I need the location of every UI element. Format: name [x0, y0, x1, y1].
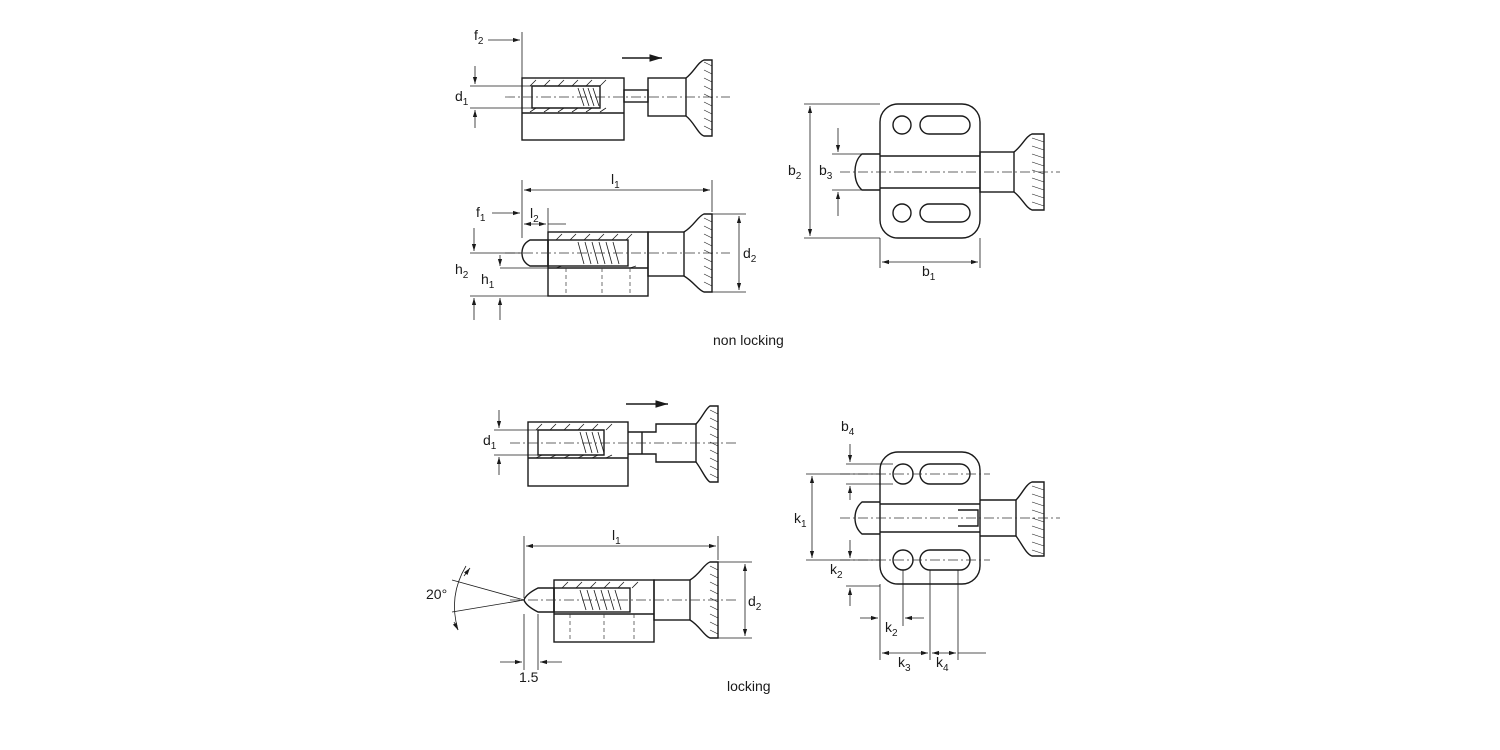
locking-side-view-extended: [451, 536, 752, 670]
dim-label-b1: b1: [922, 263, 936, 283]
dim-label-k3: k3: [898, 654, 911, 674]
dim-label-h1: h1: [481, 271, 495, 291]
dim-label-d2: d2: [743, 245, 757, 265]
dim-label-l2: l2: [530, 205, 539, 225]
nonlocking-side-view-extended: [470, 180, 746, 320]
angle-label: 20°: [426, 586, 447, 602]
dim-label-h2: h2: [455, 261, 469, 281]
locking-side-view-retracted: [494, 400, 736, 487]
dim-label-k2: k2: [830, 561, 843, 581]
dim-label-d1: d1: [455, 88, 469, 108]
dim-label-l1: l1: [612, 527, 621, 547]
dim-label-l1: l1: [611, 171, 620, 191]
dim-label-b4: b4: [841, 418, 855, 438]
dim-label-k2: k2: [885, 619, 898, 639]
dim-label-d2: d2: [748, 593, 762, 613]
dim-label-k4: k4: [936, 654, 949, 674]
dim-label-b2: b2: [788, 162, 802, 182]
nonlocking-top-view: [804, 103, 1060, 268]
dim-label-b3: b3: [819, 162, 833, 182]
dim-label-d1: d1: [483, 432, 497, 452]
offset-label: 1.5: [519, 669, 539, 685]
dim-label-k1: k1: [794, 510, 807, 530]
nonlocking-side-view-retracted: [470, 32, 730, 141]
dim-label-f1: f1: [476, 204, 486, 224]
caption-non-locking: non locking: [713, 332, 784, 348]
dim-label-f2: f2: [474, 27, 484, 47]
caption-locking: locking: [727, 678, 771, 694]
locking-top-view: [806, 444, 1060, 660]
